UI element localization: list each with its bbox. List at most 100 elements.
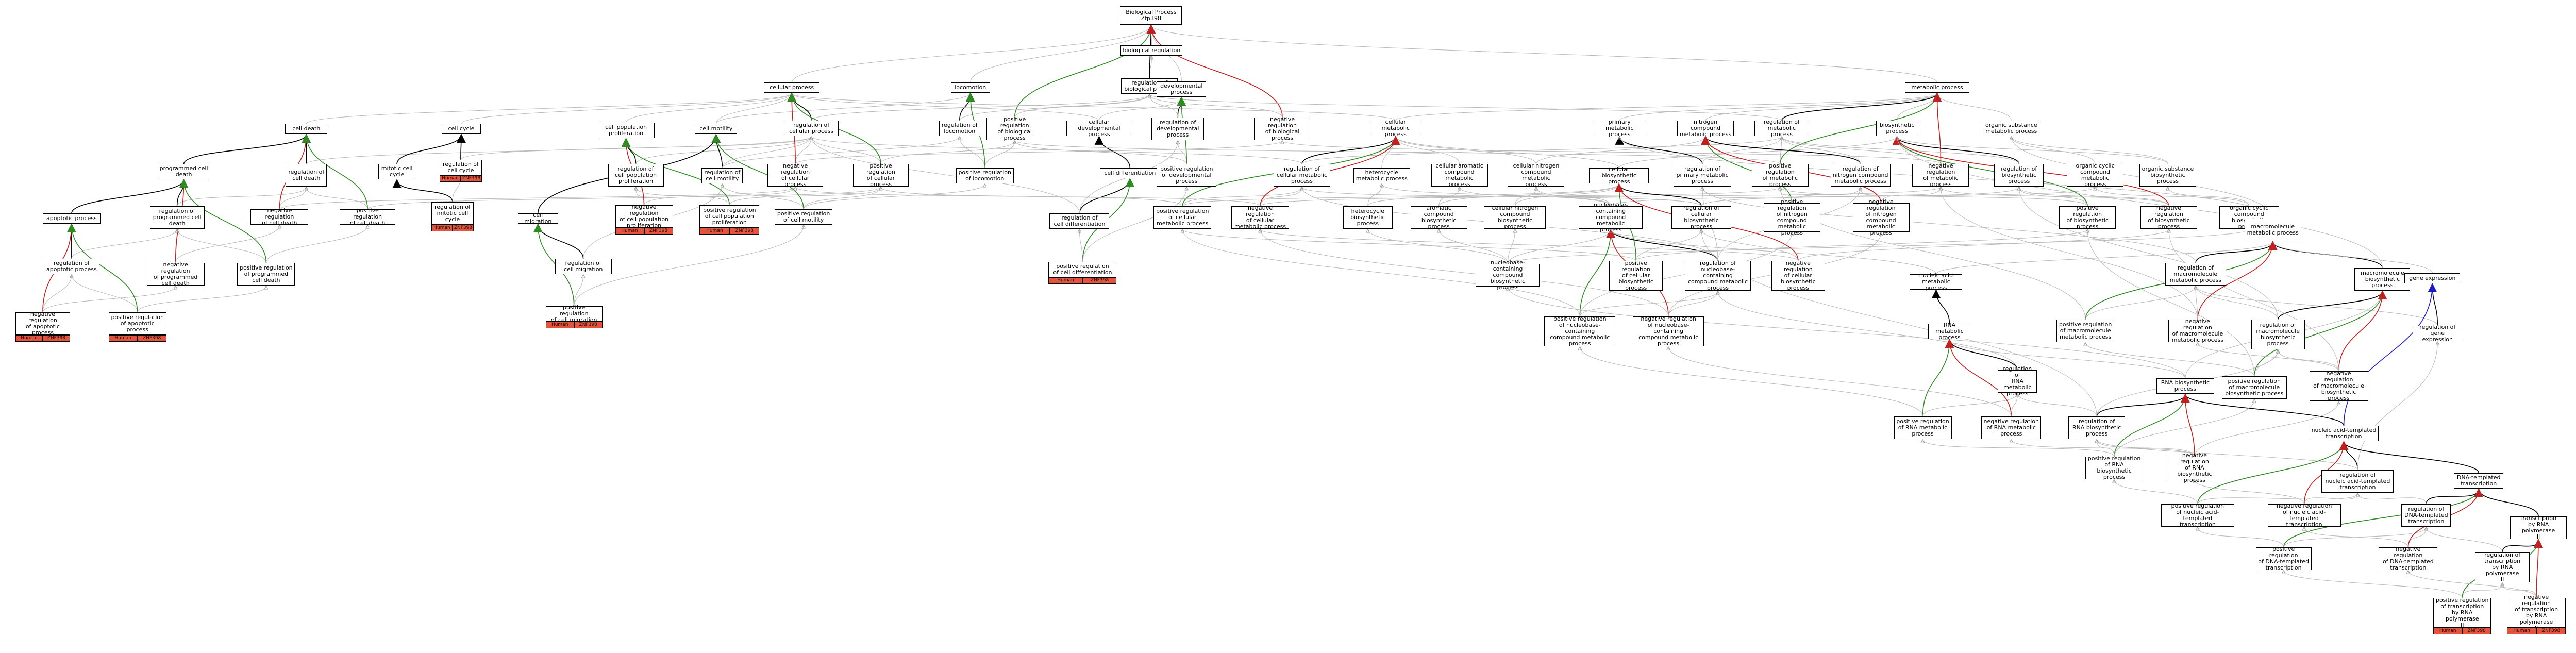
go-term-aromcbio[interactable]: aromatic compound biosynthetic process [1410, 205, 1467, 230]
go-term-negregbiosyn[interactable]: negative regulation of biosynthetic proc… [2140, 205, 2197, 230]
go-term-posregrnabio[interactable]: positive regulation of RNA biosynthetic … [2085, 456, 2144, 480]
go-term-cbiosyn[interactable]: cellular biosynthetic process [1589, 166, 1649, 185]
go-term-dnat[interactable]: DNA-templated transcription [2454, 473, 2504, 489]
go-term-rnabio[interactable]: RNA biosynthetic process [2156, 378, 2214, 394]
go-term-pcdeath[interactable]: programmed cell death [157, 164, 210, 179]
go-term-celldevproc[interactable]: cellular developmental process [1066, 119, 1132, 138]
go-term-posregcp[interactable]: positive regulation of cellular process [852, 163, 909, 188]
go-term-regnatt[interactable]: regulation of nucleic acid-templated tra… [2321, 470, 2394, 493]
go-term-posregmacrobio[interactable]: positive regulation of macromolecule bio… [2221, 376, 2287, 399]
go-term-cellcycle[interactable]: cell cycle [441, 124, 481, 134]
go-term-rnametab[interactable]: RNA metabolic process [1928, 322, 1971, 341]
go-term-posregnatt[interactable]: positive regulation of nucleic acid-temp… [2161, 503, 2234, 528]
go-term-regmitcc[interactable]: regulation of mitotic cell cycle [431, 202, 474, 225]
go-term-negregrnametab[interactable]: negative regulation of RNA metabolic pro… [1981, 416, 2042, 439]
go-term-regcelldiff[interactable]: regulation of cell differentiation [1049, 213, 1110, 229]
go-term-cproc[interactable]: cellular process [764, 82, 820, 93]
go-term-cellarom[interactable]: cellular aromatic compound metabolic pro… [1431, 163, 1488, 188]
go-term-negregmacrobio[interactable]: negative regulation of macromolecule bio… [2309, 371, 2368, 401]
go-term-negregapop[interactable]: negative regulation of apoptotic process [15, 311, 70, 336]
go-term-posregrnametab[interactable]: positive regulation of RNA metabolic pro… [1894, 416, 1952, 439]
go-term-regcc[interactable]: regulation of cell cycle [439, 160, 482, 175]
go-term-posregdnat[interactable]: positive regulation of DNA-templated tra… [2255, 546, 2312, 571]
go-term-posregpcd[interactable]: positive regulation of programmed cell d… [237, 263, 295, 286]
go-term-negregbp[interactable]: negative regulation of biological proces… [1254, 116, 1311, 141]
go-term-negregnbc[interactable]: negative regulation of nucleobase-contai… [1633, 316, 1704, 347]
go-term-negregmetab[interactable]: negative regulation of metabolic process [1912, 163, 1969, 188]
go-term-regbiosyn[interactable]: regulation of biosynthetic process [1994, 164, 2044, 187]
go-term-celldiff[interactable]: cell differentiation [1100, 168, 1160, 178]
go-term-cellpop[interactable]: cell population proliferation [597, 123, 655, 138]
go-term-regmacrobio[interactable]: regulation of macromolecule biosynthetic… [2251, 320, 2305, 349]
go-term-negregcmetab[interactable]: negative regulation of cellular metaboli… [1231, 205, 1290, 230]
go-term-loco[interactable]: locomotion [950, 82, 990, 93]
go-term-posregdev[interactable]: positive regulation of developmental pro… [1157, 164, 1217, 187]
go-term-regcellproc[interactable]: regulation of cellular process [784, 121, 839, 136]
go-term-cellmig[interactable]: cell migration [517, 212, 558, 225]
go-term-posregcmetab[interactable]: positive regulation of cellular metaboli… [1153, 206, 1212, 229]
go-term-nucacid[interactable]: nucleic acid metabolic process [1910, 273, 1963, 291]
go-term-posregcelldiff[interactable]: positive regulation of cell differentiat… [1048, 262, 1117, 277]
go-term-orgsub[interactable]: organic substance metabolic process [1983, 121, 2040, 136]
go-term-negregnatt[interactable]: negative regulation of nucleic acid-temp… [2267, 503, 2341, 528]
go-term-posregcbiosyn[interactable]: positive regulation of cellular biosynth… [1609, 260, 1663, 291]
go-term-regcelldeath[interactable]: regulation of cell death [286, 164, 327, 187]
go-term-cellmot[interactable]: cell motility [695, 124, 738, 134]
go-term-posregnbc[interactable]: positive regulation of nucleobase-contai… [1544, 316, 1616, 347]
go-term-posregmacro[interactable]: positive regulation of macromolecule met… [2056, 320, 2115, 342]
go-term-apop[interactable]: apoptotic process [42, 213, 101, 224]
go-term-posregcellmig[interactable]: positive regulation of cell migration [545, 305, 603, 323]
go-term-negregpcd[interactable]: negative regulation of programmed cell d… [146, 262, 205, 287]
go-term-cmetab[interactable]: cellular metabolic process [1369, 119, 1421, 138]
go-term-cellnitro[interactable]: cellular nitrogen compound metabolic pro… [1508, 163, 1565, 188]
go-term-posregbp[interactable]: positive regulation of biological proces… [986, 116, 1043, 141]
go-term-heterobio[interactable]: heterocycle biosynthetic process [1343, 206, 1393, 229]
go-term-regapop[interactable]: regulation of apoptotic process [43, 259, 99, 274]
go-term-primetab[interactable]: primary metabolic process [1592, 119, 1648, 138]
go-term-negregtrpol2[interactable]: negative regulation of transcription by … [2507, 594, 2566, 631]
go-term-negregcp[interactable]: negative regulation of cellular process [767, 163, 824, 188]
go-term-negregncmetab[interactable]: negative regulation of nitrogen compound… [1852, 199, 1910, 236]
go-term-regcellpop[interactable]: regulation of cell population proliferat… [608, 164, 664, 187]
go-term-posregloco[interactable]: positive regulation of locomotion [956, 168, 1014, 183]
go-term-posregtrpol2[interactable]: positive regulation of transcription by … [2433, 597, 2491, 628]
go-term-nbcbio[interactable]: nucleobase-containing compound biosynthe… [1476, 260, 1540, 291]
go-term-regcellmot[interactable]: regulation of cell motility [701, 168, 743, 183]
go-term-regncmetab[interactable]: regulation of nitrogen compound metaboli… [1830, 164, 1891, 187]
go-term-posregmetab[interactable]: positive regulation of metabolic process [1751, 163, 1809, 188]
go-term-regcbiosyn[interactable]: regulation of cellular biosynthetic proc… [1671, 205, 1732, 230]
go-term-devproc[interactable]: developmental process [1157, 81, 1207, 97]
go-term-regtrpol2[interactable]: regulation of transcription by RNA polym… [2475, 552, 2530, 583]
go-term-orgsubbio[interactable]: organic substance biosynthetic process [2139, 164, 2196, 187]
go-term-mitcc[interactable]: mitotic cell cycle [378, 164, 416, 179]
go-term-negregcd[interactable]: negative regulation of cell death [250, 208, 309, 226]
go-term-regcmetab[interactable]: regulation of cellular metabolic process [1273, 164, 1330, 187]
go-term-geneexp[interactable]: gene expression [2404, 273, 2461, 283]
go-term-regmacro[interactable]: regulation of macromolecule metabolic pr… [2165, 263, 2226, 286]
go-term-hetero[interactable]: heterocycle metabolic process [1353, 168, 1410, 183]
go-term-regmetab[interactable]: regulation of metabolic process [1754, 119, 1809, 138]
go-term-macrobio[interactable]: macromolecule biosynthetic process [2354, 268, 2411, 291]
go-term-posregncmetab[interactable]: positive regulation of nitrogen compound… [1763, 199, 1820, 236]
go-term-posregcellpop[interactable]: positive regulation of cell population p… [699, 205, 760, 228]
go-term-regloco[interactable]: regulation of locomotion [939, 121, 980, 136]
go-term-celldeath[interactable]: cell death [285, 124, 328, 134]
go-term-posregcellmot[interactable]: positive regulation of cell motility [775, 209, 833, 225]
go-term-negregcbiosyn[interactable]: negative regulation of cellular biosynth… [1771, 260, 1825, 291]
go-term-reggeneexp[interactable]: regulation of gene expression [2413, 324, 2463, 343]
go-term-posregcd[interactable]: positive regulation of cell death [340, 208, 396, 226]
go-term-posregbiosyn[interactable]: positive regulation of biosynthetic proc… [2059, 205, 2116, 230]
go-term-regdev[interactable]: regulation of developmental process [1151, 118, 1205, 140]
go-term-biosyn[interactable]: biosynthetic process [1876, 121, 1918, 136]
go-term-metab[interactable]: metabolic process [1904, 82, 1969, 93]
go-term-nbcmetab[interactable]: nucleobase-containing compound metabolic… [1579, 202, 1643, 233]
go-term-regnbc[interactable]: regulation of nucleobase-containing comp… [1684, 260, 1751, 291]
go-term-regrnabio[interactable]: regulation of RNA biosynthetic process [2068, 416, 2126, 439]
go-term-trpol2[interactable]: transcription by RNA polymerase II [2510, 515, 2567, 540]
go-term-bp[interactable]: Biological Process Zfp398 [1120, 6, 1182, 25]
go-term-regdnat[interactable]: regulation of DNA-templated transcriptio… [2401, 504, 2451, 527]
go-term-regrnametab[interactable]: regulation of RNA metabolic process [1998, 366, 2037, 397]
go-term-ncmetab[interactable]: nitrogen compound metabolic process [1677, 119, 1734, 138]
go-term-posregapop[interactable]: positive regulation of apoptotic process [108, 312, 166, 335]
go-term-negregcellpop[interactable]: negative regulation of cell population p… [615, 204, 673, 229]
